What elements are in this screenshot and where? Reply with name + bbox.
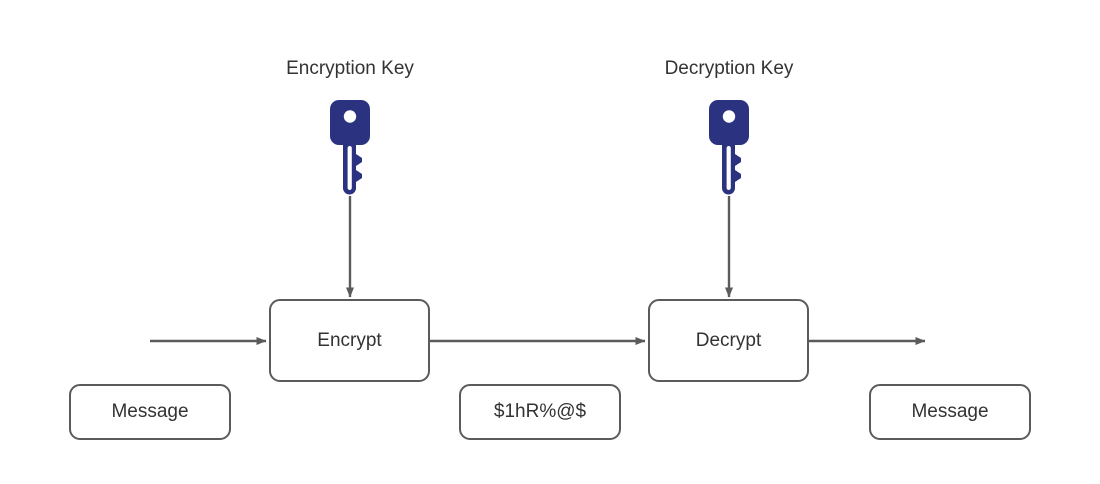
- decrypt-box[interactable]: Decrypt: [648, 299, 809, 382]
- encryption-key-icon: [328, 98, 372, 200]
- message-output-box[interactable]: Message: [869, 384, 1031, 440]
- decryption-key-icon: [707, 98, 751, 200]
- decryption-key-label: Decryption Key: [664, 58, 794, 79]
- encryption-key-label: Encryption Key: [286, 58, 414, 79]
- ciphertext-box[interactable]: $1hR%@$: [459, 384, 621, 440]
- encrypt-box[interactable]: Encrypt: [269, 299, 430, 382]
- message-input-box[interactable]: Message: [69, 384, 231, 440]
